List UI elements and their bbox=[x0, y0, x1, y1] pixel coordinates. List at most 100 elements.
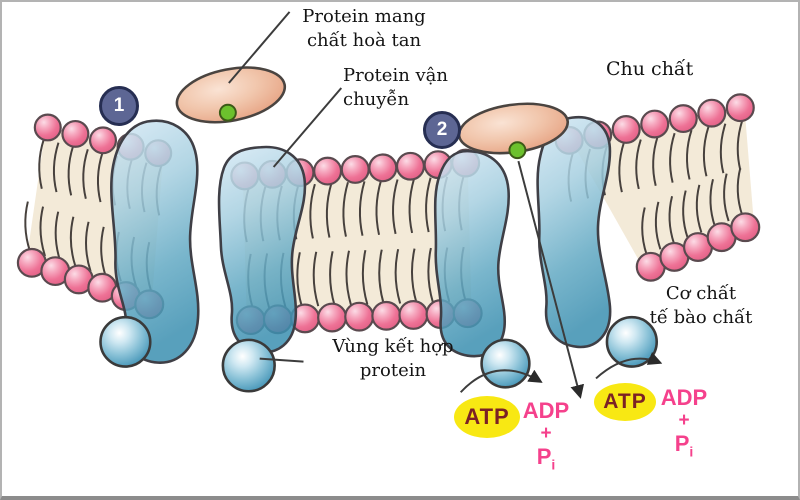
step-badge-2: 2 bbox=[423, 111, 461, 149]
adp-block-2: ADP + Pi bbox=[654, 386, 714, 463]
binding-domain-sphere-3 bbox=[480, 338, 531, 389]
lipid-tail bbox=[736, 167, 744, 216]
lipid-tail bbox=[723, 173, 730, 222]
lipid-tail bbox=[427, 247, 434, 303]
label-transport-protein: Protein vận chuyễn bbox=[343, 64, 483, 113]
lipid-head bbox=[313, 156, 343, 186]
i-subscript: i bbox=[551, 456, 556, 473]
lipid-head bbox=[371, 300, 402, 331]
lipid-head bbox=[317, 302, 348, 333]
label-line: tế bào chất bbox=[649, 307, 753, 329]
lipid-head bbox=[368, 153, 398, 183]
label-line: chất hoà tan bbox=[306, 30, 422, 52]
lipid-tail bbox=[39, 206, 46, 257]
lipid-head bbox=[88, 126, 118, 155]
lipid-tail bbox=[345, 250, 352, 306]
lipid-tail bbox=[408, 178, 416, 234]
transport-protein-2-left bbox=[217, 145, 307, 354]
atp-hydrolysis-arrow-2 bbox=[595, 352, 663, 380]
lipid-tail bbox=[361, 250, 369, 305]
atp-hydrolysis-arrow-1 bbox=[459, 369, 543, 393]
lipid-head bbox=[697, 98, 727, 128]
label-line: Vùng kết hợp bbox=[332, 336, 454, 357]
lipid-tail bbox=[329, 251, 336, 306]
carrier-protein-oval-1 bbox=[175, 66, 287, 124]
lipid-tail bbox=[425, 177, 432, 233]
lipid-tail bbox=[652, 136, 659, 186]
lipid-tail bbox=[709, 179, 716, 228]
lipid-tail bbox=[378, 249, 385, 305]
adp-block-1: ADP + Pi bbox=[516, 399, 576, 476]
lipid-tail bbox=[719, 123, 727, 174]
lipid-bilayer-core bbox=[571, 104, 755, 271]
transport-protein-1 bbox=[110, 119, 200, 364]
step-badge-1: 1 bbox=[99, 86, 139, 126]
lipid-tail bbox=[52, 142, 60, 193]
label-periplasm: Chu chất bbox=[606, 58, 694, 80]
lipid-tail bbox=[24, 201, 31, 252]
solute-transport-arrow bbox=[517, 160, 585, 399]
label-line: chuyễn bbox=[343, 89, 410, 111]
adp-label: ADP bbox=[660, 385, 708, 410]
lipid-tail bbox=[702, 126, 710, 177]
lipid-tail bbox=[635, 139, 642, 190]
lipid-tail bbox=[325, 182, 333, 238]
binding-domain-sphere-4 bbox=[605, 315, 659, 368]
transport-protein-2-right bbox=[433, 149, 510, 358]
label-line: Protein vận bbox=[343, 65, 449, 86]
lipid-tail bbox=[375, 180, 382, 235]
label-line: Cơ chất bbox=[665, 283, 737, 304]
pointer-line-transport-protein bbox=[272, 87, 343, 168]
lipid-tail bbox=[394, 248, 402, 304]
pi-label: Pi bbox=[654, 432, 714, 463]
lipid-head bbox=[61, 119, 90, 148]
lipid-tail bbox=[96, 152, 104, 203]
lipid-head bbox=[340, 155, 370, 184]
lipid-head bbox=[395, 151, 425, 181]
atp-oval-1: ATP bbox=[454, 396, 520, 438]
adp-label: ADP bbox=[522, 398, 570, 423]
plus-sign: + bbox=[678, 410, 690, 431]
i-subscript: i bbox=[689, 443, 694, 460]
p-symbol: P bbox=[674, 431, 690, 456]
lipid-head bbox=[611, 115, 641, 144]
lipid-tail bbox=[296, 252, 303, 307]
plus-sign: + bbox=[540, 423, 552, 444]
lipid-head bbox=[668, 104, 698, 134]
p-symbol: P bbox=[536, 444, 552, 469]
pointer-line-carrier-protein bbox=[228, 11, 291, 84]
lipid-tail bbox=[312, 251, 320, 307]
lipid-head bbox=[398, 300, 429, 330]
lipid-tail bbox=[736, 120, 744, 171]
lipid-tail bbox=[67, 145, 75, 196]
transport-protein-3 bbox=[536, 115, 612, 349]
lipid-tail bbox=[309, 183, 316, 239]
lipid-head bbox=[730, 212, 761, 243]
lipid-tail bbox=[695, 184, 703, 233]
binding-domain-sphere-1 bbox=[99, 315, 152, 368]
lipid-head bbox=[640, 109, 670, 139]
lipid-tail bbox=[682, 190, 689, 239]
solute-green-dot-1 bbox=[218, 103, 237, 122]
lipid-tail bbox=[669, 132, 676, 183]
lipid-head bbox=[725, 93, 755, 123]
lipid-head bbox=[344, 301, 375, 332]
atp-oval-2: ATP bbox=[594, 383, 656, 421]
binding-domain-sphere-2 bbox=[221, 338, 276, 393]
lipid-tail bbox=[358, 181, 366, 236]
solute-green-dot-2 bbox=[508, 141, 527, 160]
lipid-tail bbox=[392, 179, 399, 235]
lipid-tail bbox=[342, 181, 349, 237]
lipid-tail bbox=[100, 226, 107, 277]
lipid-tail bbox=[411, 248, 418, 304]
lipid-tail bbox=[668, 195, 675, 244]
pi-label: Pi bbox=[516, 445, 576, 476]
lipid-tail bbox=[654, 201, 662, 250]
label-cytoplasmic-substrate: Cơ chất tế bào chất bbox=[620, 282, 782, 331]
lipid-tail bbox=[38, 139, 45, 189]
label-line: Protein mang bbox=[302, 6, 426, 27]
lipid-tail bbox=[641, 207, 648, 256]
label-line: protein bbox=[359, 360, 427, 382]
